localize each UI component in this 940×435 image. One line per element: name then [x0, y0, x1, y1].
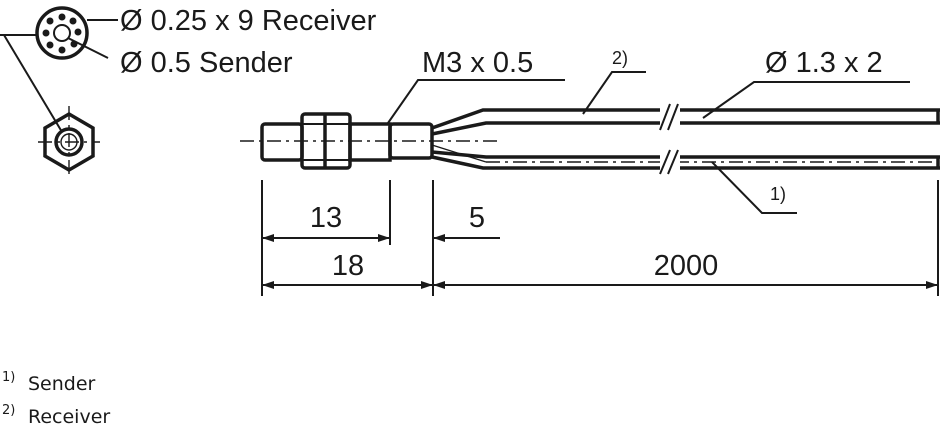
- fiber-cables: [431, 103, 940, 175]
- receiver-fibers-label: Ø 0.25 x 9 Receiver: [120, 5, 377, 37]
- hex-nut-front-view-icon: [38, 106, 100, 178]
- svg-text:1): 1): [2, 370, 15, 385]
- footnote-sender: 1) Sender: [2, 370, 96, 395]
- cable-label: Ø 1.3 x 2: [765, 47, 883, 79]
- sender-leader: [711, 161, 797, 214]
- dim-thread-length: 13: [310, 202, 342, 234]
- receiver-leader: [582, 71, 646, 115]
- cable-leader: [702, 81, 910, 119]
- dimension-lines: [261, 180, 939, 296]
- receiver-ref-label: 2): [612, 48, 628, 68]
- sender-fiber-label: Ø 0.5 Sender: [120, 47, 293, 79]
- fiber-end-face-icon: [0, 6, 118, 133]
- svg-text:Sender: Sender: [28, 373, 96, 395]
- svg-text:Receiver: Receiver: [28, 406, 110, 428]
- sensor-head-side-view: [240, 112, 500, 170]
- dim-head-length: 18: [332, 250, 364, 282]
- dim-sleeve-length: 5: [469, 202, 485, 234]
- thread-leader: [387, 79, 565, 124]
- sender-ref-label: 1): [770, 184, 786, 204]
- footnote-receiver: 2) Receiver: [2, 403, 110, 428]
- dim-cable-length: 2000: [654, 250, 719, 282]
- svg-text:2): 2): [2, 403, 15, 418]
- thread-label: M3 x 0.5: [422, 47, 533, 79]
